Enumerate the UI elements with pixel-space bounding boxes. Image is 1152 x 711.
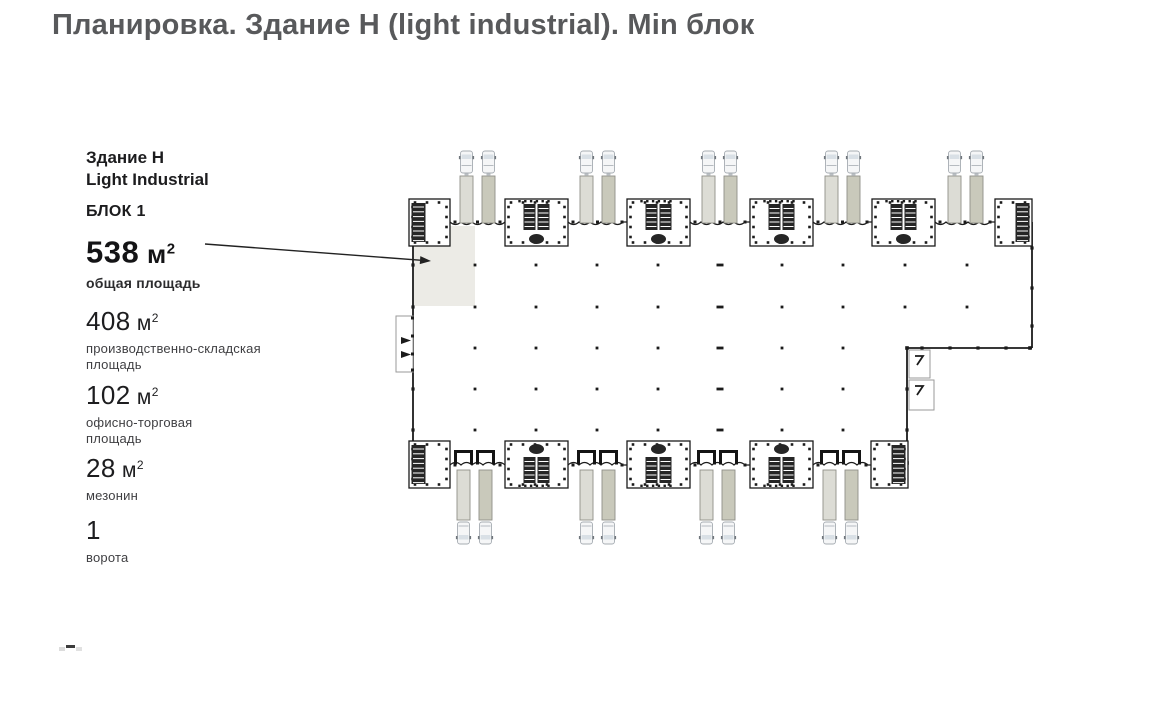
- pointer-arrow: [204, 243, 431, 265]
- stat-total-area: 538 м2 общая площадь: [86, 231, 201, 291]
- truck-icon: [700, 150, 717, 224]
- block-label: БЛОК 1: [86, 203, 146, 220]
- truck-icon: [455, 469, 472, 545]
- stat-mezzanine: 28 м2 мезонин: [86, 450, 144, 504]
- stat-label: ворота: [86, 550, 129, 565]
- truck-icon: [843, 469, 860, 545]
- column-grid: [473, 263, 969, 432]
- dock-door-icon: [842, 450, 861, 465]
- total-area-label: общая площадь: [86, 274, 201, 291]
- building-name: Здание H: [86, 148, 165, 167]
- truck-icon: [600, 150, 617, 224]
- truck-icon: [578, 469, 595, 545]
- logo-mark: [59, 645, 82, 651]
- stat-value: 28 м2: [86, 453, 144, 483]
- dock-door-icon: [719, 450, 738, 465]
- dock-door-icon: [577, 450, 596, 465]
- truck-icon: [720, 469, 737, 545]
- stair-core-module: [626, 440, 691, 489]
- stair-core-module: [504, 440, 569, 489]
- door-swing-icon: [908, 379, 935, 411]
- truck-icon: [698, 469, 715, 545]
- truck-icon: [600, 469, 617, 545]
- building-type: Light Industrial: [86, 170, 209, 189]
- truck-icon: [821, 469, 838, 545]
- stair-core-module: [749, 198, 814, 247]
- building-title: Здание H Light Industrial: [86, 147, 209, 191]
- dock-door-icon: [454, 450, 473, 465]
- stair-core-module: [408, 440, 451, 489]
- truck-icon: [722, 150, 739, 224]
- stat-value: 408 м2: [86, 306, 159, 336]
- truck-icon: [968, 150, 985, 224]
- stat-value: 102 м2: [86, 380, 159, 410]
- truck-icon: [458, 150, 475, 224]
- total-area-value: 538 м2: [86, 234, 176, 270]
- stat-gates: 1 ворота: [86, 512, 128, 566]
- stair-core-module: [504, 198, 569, 247]
- truck-icon: [946, 150, 963, 224]
- truck-icon: [823, 150, 840, 224]
- door-swing-icon: [908, 349, 931, 379]
- stair-core-module: [870, 440, 909, 489]
- stair-core-module: [626, 198, 691, 247]
- stair-core-module: [871, 198, 936, 247]
- stat-label: мезонин: [86, 488, 138, 503]
- wall-column-dots: [411, 246, 1034, 465]
- dock-door-icon: [820, 450, 839, 465]
- truck-icon: [480, 150, 497, 224]
- truck-icon: [578, 150, 595, 224]
- stat-value: 1: [86, 515, 101, 545]
- dock-door-icon: [476, 450, 495, 465]
- stair-core-module: [994, 198, 1033, 247]
- truck-icon: [845, 150, 862, 224]
- dock-door-icon: [697, 450, 716, 465]
- page-title: Планировка. Здание H (light industrial).…: [52, 9, 755, 41]
- stair-core-module: [408, 198, 451, 247]
- truck-icon: [477, 469, 494, 545]
- door-swing-icon: [395, 315, 414, 373]
- stair-core-module: [749, 440, 814, 489]
- dock-door-icon: [599, 450, 618, 465]
